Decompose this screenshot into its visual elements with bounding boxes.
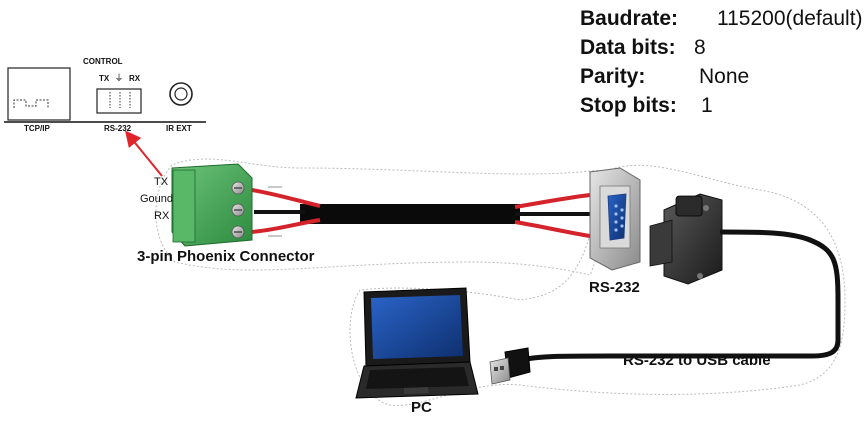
ground-symbol: ⏚ bbox=[114, 73, 123, 84]
phoenix-connector bbox=[171, 163, 253, 247]
tcpip-port bbox=[7, 67, 71, 121]
baudrate-value: 115200(default) bbox=[717, 7, 863, 30]
db9-male-screw-top bbox=[703, 205, 709, 211]
rx-port-label: RX bbox=[129, 74, 141, 83]
laptop-touchpad bbox=[404, 387, 429, 394]
ir-ext-jack bbox=[169, 82, 193, 106]
connector-tx-label: TX bbox=[154, 176, 169, 188]
db9-pin-2 bbox=[614, 212, 618, 216]
dotted-outline-right bbox=[349, 164, 846, 407]
db9-pin-5 bbox=[620, 208, 624, 212]
databits-value: 8 bbox=[694, 36, 706, 59]
stopbits-label: Stop bits: bbox=[580, 94, 677, 117]
laptop-pc bbox=[355, 287, 479, 399]
connector-rx-label: RX bbox=[154, 210, 170, 222]
rs232-caption: RS-232 bbox=[589, 279, 640, 296]
wire-right-top bbox=[514, 193, 591, 209]
usb-slot-2 bbox=[500, 366, 504, 370]
pointer-arrow bbox=[124, 130, 163, 177]
db9-female-connector bbox=[589, 167, 641, 271]
parity-label: Parity: bbox=[580, 65, 646, 88]
ir-ext-jack-inner bbox=[174, 87, 188, 101]
tx-port-label: TX bbox=[99, 74, 110, 83]
wire-tx bbox=[251, 188, 321, 208]
rs232-panel-label: RS-232 bbox=[104, 124, 132, 133]
usb-slot-1 bbox=[494, 367, 498, 371]
db9-pin-3 bbox=[614, 220, 618, 224]
databits-label: Data bits: bbox=[580, 36, 676, 59]
db9-male-connector bbox=[649, 193, 723, 285]
device-panel: ⏚ bbox=[4, 67, 206, 123]
tcpip-label: TCP/IP bbox=[24, 124, 50, 133]
usb-serial-cable bbox=[519, 229, 841, 363]
db9-pin-1 bbox=[614, 204, 618, 208]
connector-ground-label: Gound bbox=[140, 193, 174, 205]
tcpip-port-detail bbox=[13, 99, 49, 108]
pc-caption: PC bbox=[411, 399, 432, 416]
wire-rx bbox=[251, 218, 321, 234]
db9-male-screw-bottom bbox=[697, 273, 703, 279]
ir-ext-label: IR EXT bbox=[166, 124, 192, 133]
rs232-terminal-block bbox=[96, 88, 142, 114]
baudrate-label: Baudrate: bbox=[580, 7, 679, 30]
stopbits-value: 1 bbox=[701, 94, 713, 117]
db9-pin-7 bbox=[620, 224, 624, 228]
usb-plug bbox=[489, 347, 531, 385]
dotted-outline-left bbox=[155, 158, 606, 276]
phoenix-connector-caption: 3-pin Phoenix Connector bbox=[137, 248, 315, 265]
laptop-keyboard bbox=[366, 367, 469, 389]
db9-pin-4 bbox=[614, 228, 618, 232]
parity-value: None bbox=[699, 65, 750, 88]
db9-pin-6 bbox=[620, 216, 624, 220]
wire-right-bottom bbox=[514, 220, 591, 238]
control-label: CONTROL bbox=[83, 57, 123, 66]
laptop-screen bbox=[371, 295, 463, 359]
usb-cable-caption: RS-232 to USB cable bbox=[623, 352, 771, 369]
